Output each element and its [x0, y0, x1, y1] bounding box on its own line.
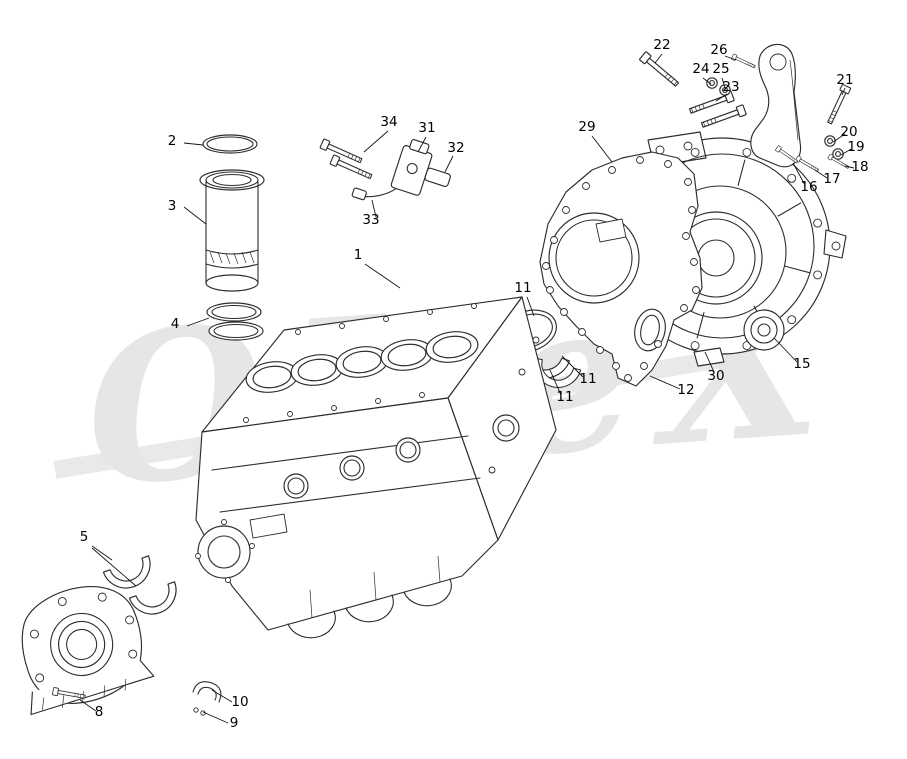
- part-cylinder-block: [195, 296, 557, 639]
- callout-1: 1: [354, 247, 363, 263]
- callout-34: 34: [380, 114, 397, 130]
- callout-10: 10: [231, 694, 248, 710]
- callout-18: 18: [851, 159, 868, 175]
- callout-22: 22: [653, 37, 670, 53]
- part-washer-24: [706, 77, 718, 89]
- callout-4: 4: [171, 316, 180, 332]
- callout-11a: 11: [514, 280, 531, 296]
- callout-2: 2: [168, 133, 177, 149]
- callout-32: 32: [447, 140, 464, 156]
- callout-8: 8: [95, 704, 104, 720]
- callout-31: 31: [418, 120, 435, 136]
- part-lifting-bracket: [750, 43, 802, 168]
- part-bolt-21: [824, 83, 852, 126]
- callout-15: 15: [793, 356, 810, 372]
- callout-19: 19: [847, 139, 864, 155]
- part-bolt-26: [730, 53, 757, 70]
- callout-9: 9: [230, 715, 239, 731]
- part-washer-19: [832, 148, 844, 160]
- part-pin-9: [193, 707, 206, 716]
- callout-21: 21: [836, 72, 853, 88]
- callout-16: 16: [800, 179, 817, 195]
- part-oil-nozzle-assembly: [319, 138, 451, 201]
- callout-20: 20: [840, 124, 857, 140]
- callout-labels: 1 2 3 4 5 8 9 10 11 11 11 12 15 16 17 18…: [80, 37, 869, 731]
- callout-11c: 11: [556, 389, 573, 405]
- callout-30: 30: [707, 368, 724, 384]
- callout-33: 33: [362, 212, 379, 228]
- callout-11b: 11: [579, 371, 596, 387]
- callout-26: 26: [710, 42, 727, 58]
- callout-29: 29: [578, 119, 595, 135]
- part-clamp-10: [192, 681, 222, 703]
- part-washer-20: [824, 135, 836, 147]
- part-gear-case-plate: [539, 151, 703, 387]
- part-studs-23: [687, 90, 747, 131]
- callout-3: 3: [168, 198, 177, 214]
- part-cylinder-liner-assembly: [199, 134, 265, 341]
- callout-25: 25: [712, 61, 729, 77]
- callout-17: 17: [823, 171, 840, 187]
- callout-12: 12: [677, 382, 694, 398]
- part-rear-seal-housing: [21, 586, 155, 716]
- callout-24: 24: [692, 61, 709, 77]
- callout-23: 23: [722, 79, 739, 95]
- leader-lines: [79, 53, 855, 724]
- callout-5: 5: [80, 529, 89, 545]
